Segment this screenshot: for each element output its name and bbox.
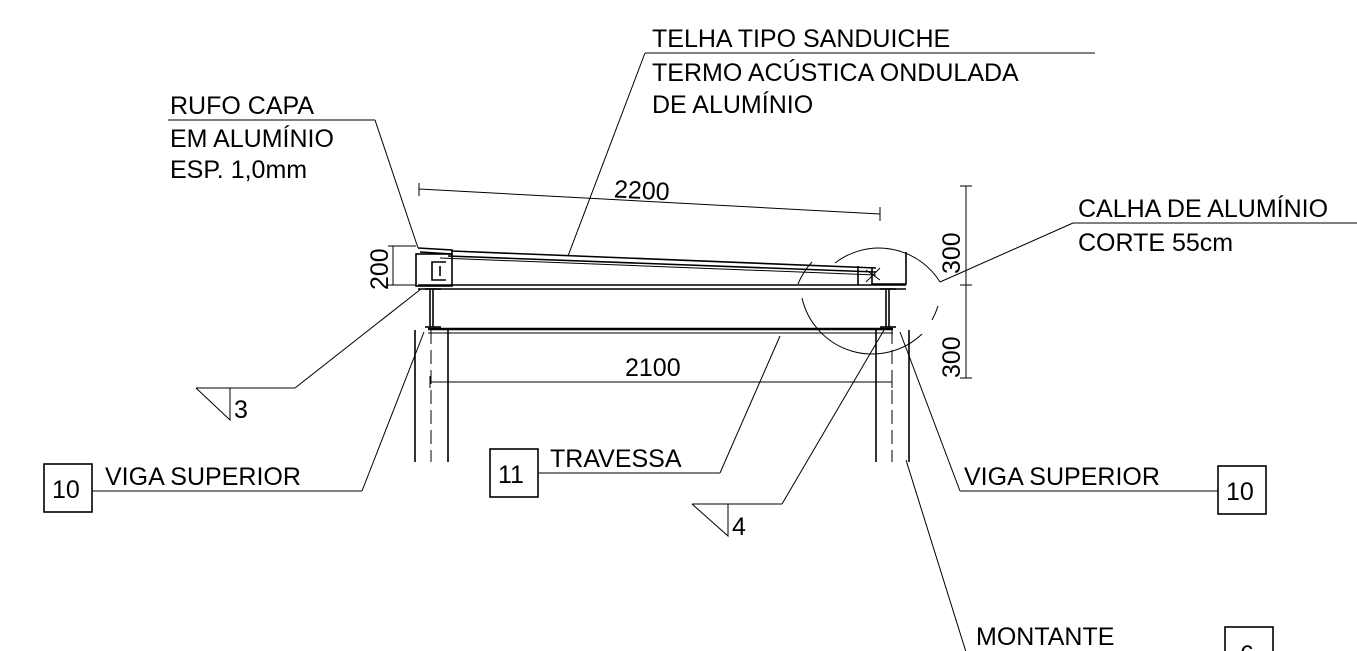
montante-tag: 6 <box>1240 641 1254 651</box>
telha-label-line3: DE ALUMÍNIO <box>652 90 813 119</box>
dim-right-upper-value: 300 <box>938 232 966 274</box>
weld-mark-3-value: 3 <box>234 396 248 424</box>
structure <box>414 247 941 462</box>
viga-left-tag-box <box>43 463 93 513</box>
viga-right-callout: 10 VIGA SUPERIOR <box>899 331 1267 515</box>
detail-circle <box>797 247 941 355</box>
dimension-right-heights: 300 300 <box>938 185 972 379</box>
dimension-bottom-span: 2100 <box>429 354 893 388</box>
telha-callout: TELHA TIPO SANDUICHE TERMO ACÚSTICA ONDU… <box>567 25 1095 257</box>
viga-right-label: VIGA SUPERIOR <box>964 463 1160 491</box>
rufo-label-line2: EM ALUMÍNIO <box>170 124 334 153</box>
right-beam-profile <box>880 288 896 328</box>
weld-mark-4-value: 4 <box>732 513 746 541</box>
weld-mark-3: 3 <box>195 288 422 424</box>
montante-callout: 6 MONTANTE <box>905 459 1274 651</box>
right-post <box>875 330 910 462</box>
dimension-left-height: 200 <box>366 245 416 290</box>
dim-top-span-value: 2200 <box>613 175 670 206</box>
viga-right-tag: 10 <box>1226 478 1254 506</box>
travessa-label: TRAVESSA <box>550 445 682 473</box>
travessa-tag: 11 <box>498 461 524 489</box>
dim-bottom-span-value: 2100 <box>625 354 681 382</box>
travessa-beam <box>428 327 893 334</box>
viga-left-callout: 10 VIGA SUPERIOR <box>43 331 425 513</box>
montante-label: MONTANTE <box>976 623 1114 651</box>
rufo-label-line1: RUFO CAPA <box>170 92 314 120</box>
viga-right-tag-box <box>1217 465 1267 515</box>
rufo-cap <box>415 247 453 287</box>
left-beam-profile <box>425 288 441 328</box>
travessa-tag-box <box>489 448 539 498</box>
telha-label-line2: TERMO ACÚSTICA ONDULADA <box>652 58 1019 87</box>
left-post <box>414 330 449 462</box>
gutter <box>857 252 907 285</box>
telha-label-line1: TELHA TIPO SANDUICHE <box>652 25 950 53</box>
montante-tag-box <box>1224 626 1274 651</box>
rufo-callout: RUFO CAPA EM ALUMÍNIO ESP. 1,0mm <box>168 92 419 249</box>
weld-mark-4: 4 <box>691 329 885 541</box>
dim-right-lower-value: 300 <box>938 336 966 378</box>
viga-left-label: VIGA SUPERIOR <box>105 463 301 491</box>
calha-label-line2: CORTE 55cm <box>1078 229 1233 257</box>
roof-tile <box>439 250 877 276</box>
dim-left-height-value: 200 <box>366 248 394 290</box>
calha-callout: CALHA DE ALUMÍNIO CORTE 55cm <box>939 194 1357 283</box>
top-beam <box>418 284 906 290</box>
dimension-top-span: 2200 <box>418 175 881 221</box>
travessa-callout: 11 TRAVESSA <box>489 335 781 498</box>
viga-left-tag: 10 <box>52 476 80 504</box>
calha-label-line1: CALHA DE ALUMÍNIO <box>1078 194 1328 223</box>
rufo-label-line3: ESP. 1,0mm <box>170 156 307 184</box>
